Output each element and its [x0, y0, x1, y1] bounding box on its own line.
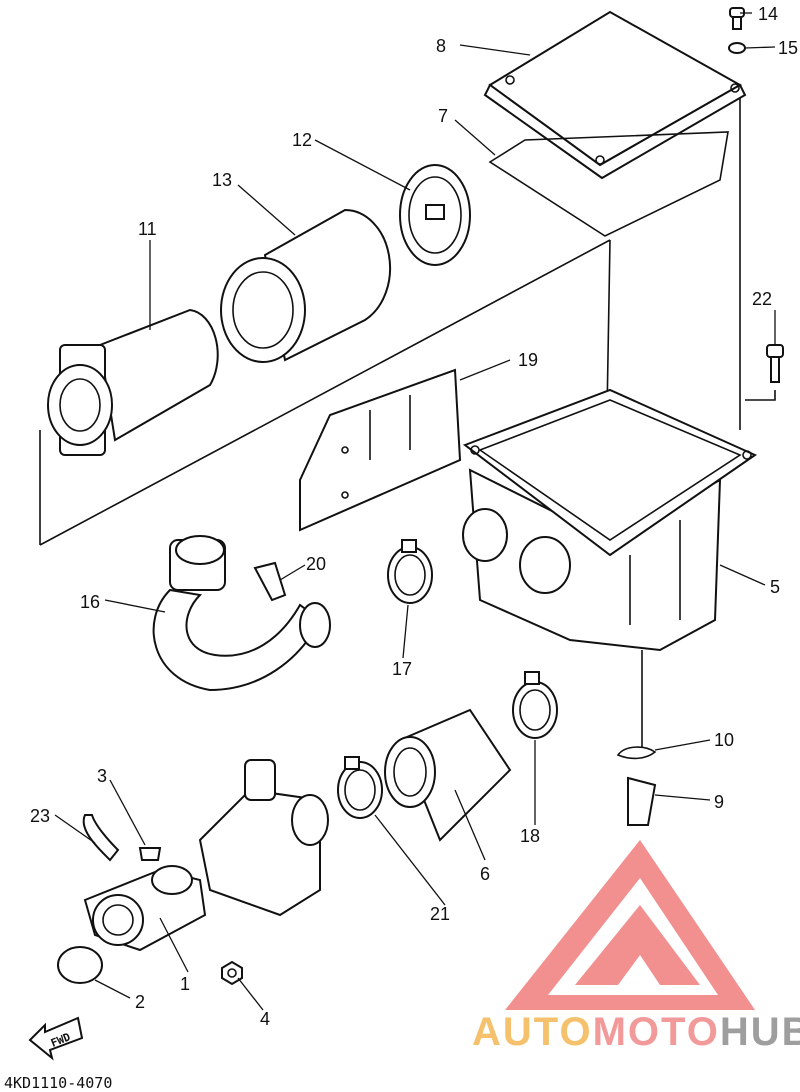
part-11-filter-guide: [47, 308, 219, 456]
part-15-washer: [728, 42, 746, 54]
part-13-air-filter-element: [220, 208, 392, 363]
part-18-clamp: [512, 671, 558, 739]
part-20-plug: [253, 561, 287, 602]
callout-2: 2: [135, 992, 145, 1012]
part-3-bolt: [138, 847, 162, 861]
callout-4: 4: [260, 1009, 270, 1029]
callout-8: 8: [436, 36, 446, 56]
callout-23: 23: [30, 806, 50, 826]
callout-11: 11: [138, 219, 157, 239]
part-19-baffle-plate: [299, 368, 462, 532]
part-8-air-box-cover: [483, 10, 747, 180]
callout-16: 16: [80, 592, 100, 612]
part-17-clamp: [387, 539, 433, 604]
leader-lines: [54, 12, 776, 1011]
callout-17: 17: [392, 659, 412, 679]
callout-22: 22: [752, 289, 772, 309]
watermark-moto: MOTO: [593, 1010, 720, 1054]
part-14-bolt: [729, 7, 745, 30]
forward-direction-arrow-icon: FWD: [28, 1016, 84, 1061]
automotohub-logo: [505, 840, 755, 1010]
callout-1: 1: [180, 974, 190, 994]
callout-10: 10: [714, 730, 734, 750]
callout-20: 20: [306, 554, 326, 574]
part-2-o-ring: [57, 946, 103, 984]
part-21-clamp: [337, 756, 383, 819]
part-23-clip: [82, 814, 120, 862]
part-1-intake-manifold: [83, 865, 207, 952]
watermark-auto: AUTO: [472, 1010, 593, 1054]
assembly-line-right: [739, 90, 776, 430]
part-7-gasket: [488, 131, 729, 237]
watermark-text: AUTOMOTOHUB: [472, 1010, 800, 1054]
part-22-bolt: [766, 344, 784, 383]
callout-9: 9: [714, 792, 724, 812]
part-5-air-filter-case: [462, 388, 758, 652]
carburetor: [198, 759, 329, 917]
callout-14: 14: [758, 4, 778, 24]
callout-12: 12: [292, 130, 312, 150]
callout-7: 7: [438, 106, 448, 126]
drawing-code: 4KD1110-4070: [4, 1074, 112, 1092]
part-12-filter-cap: [399, 164, 471, 266]
callout-19: 19: [518, 350, 538, 370]
watermark-hub: HUB: [720, 1010, 800, 1054]
part-6-joint: [384, 708, 512, 842]
part-16-intake-duct: [152, 535, 331, 692]
callout-3: 3: [97, 766, 107, 786]
part-4-nut: [221, 960, 243, 986]
callout-5: 5: [770, 577, 780, 597]
part-9-drain-plug: [627, 776, 657, 826]
callout-21: 21: [430, 904, 450, 924]
callout-15: 15: [778, 38, 798, 58]
callout-13: 13: [212, 170, 232, 190]
callout-18: 18: [520, 826, 540, 846]
callout-6: 6: [480, 864, 490, 884]
part-10-clip: [616, 746, 657, 760]
